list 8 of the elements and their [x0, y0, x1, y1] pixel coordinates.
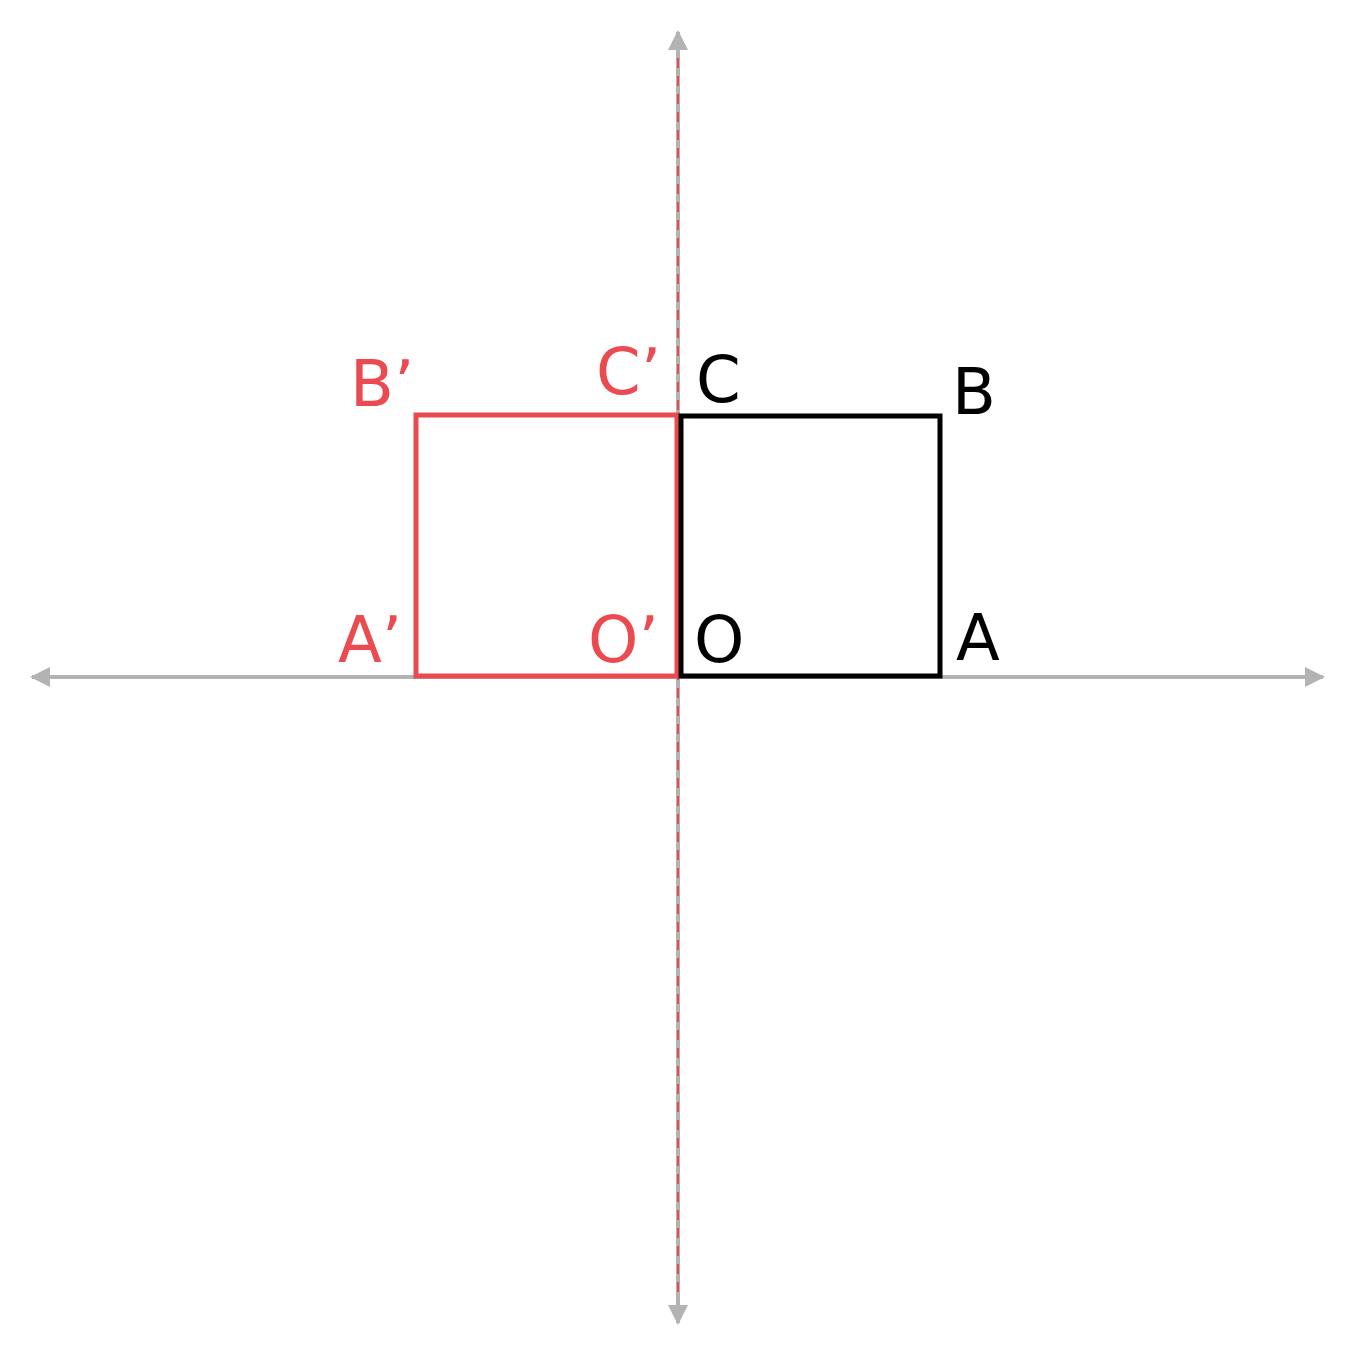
vertex-label: A — [956, 606, 1000, 670]
vertex-label: B — [952, 360, 996, 424]
vertex-label: B’ — [350, 352, 415, 416]
vertex-label: C — [696, 348, 741, 412]
vertex-label: C’ — [596, 340, 662, 404]
vertex-label: O — [694, 608, 745, 672]
vertex-label: A’ — [338, 608, 403, 672]
vertex-label: O’ — [588, 608, 659, 672]
